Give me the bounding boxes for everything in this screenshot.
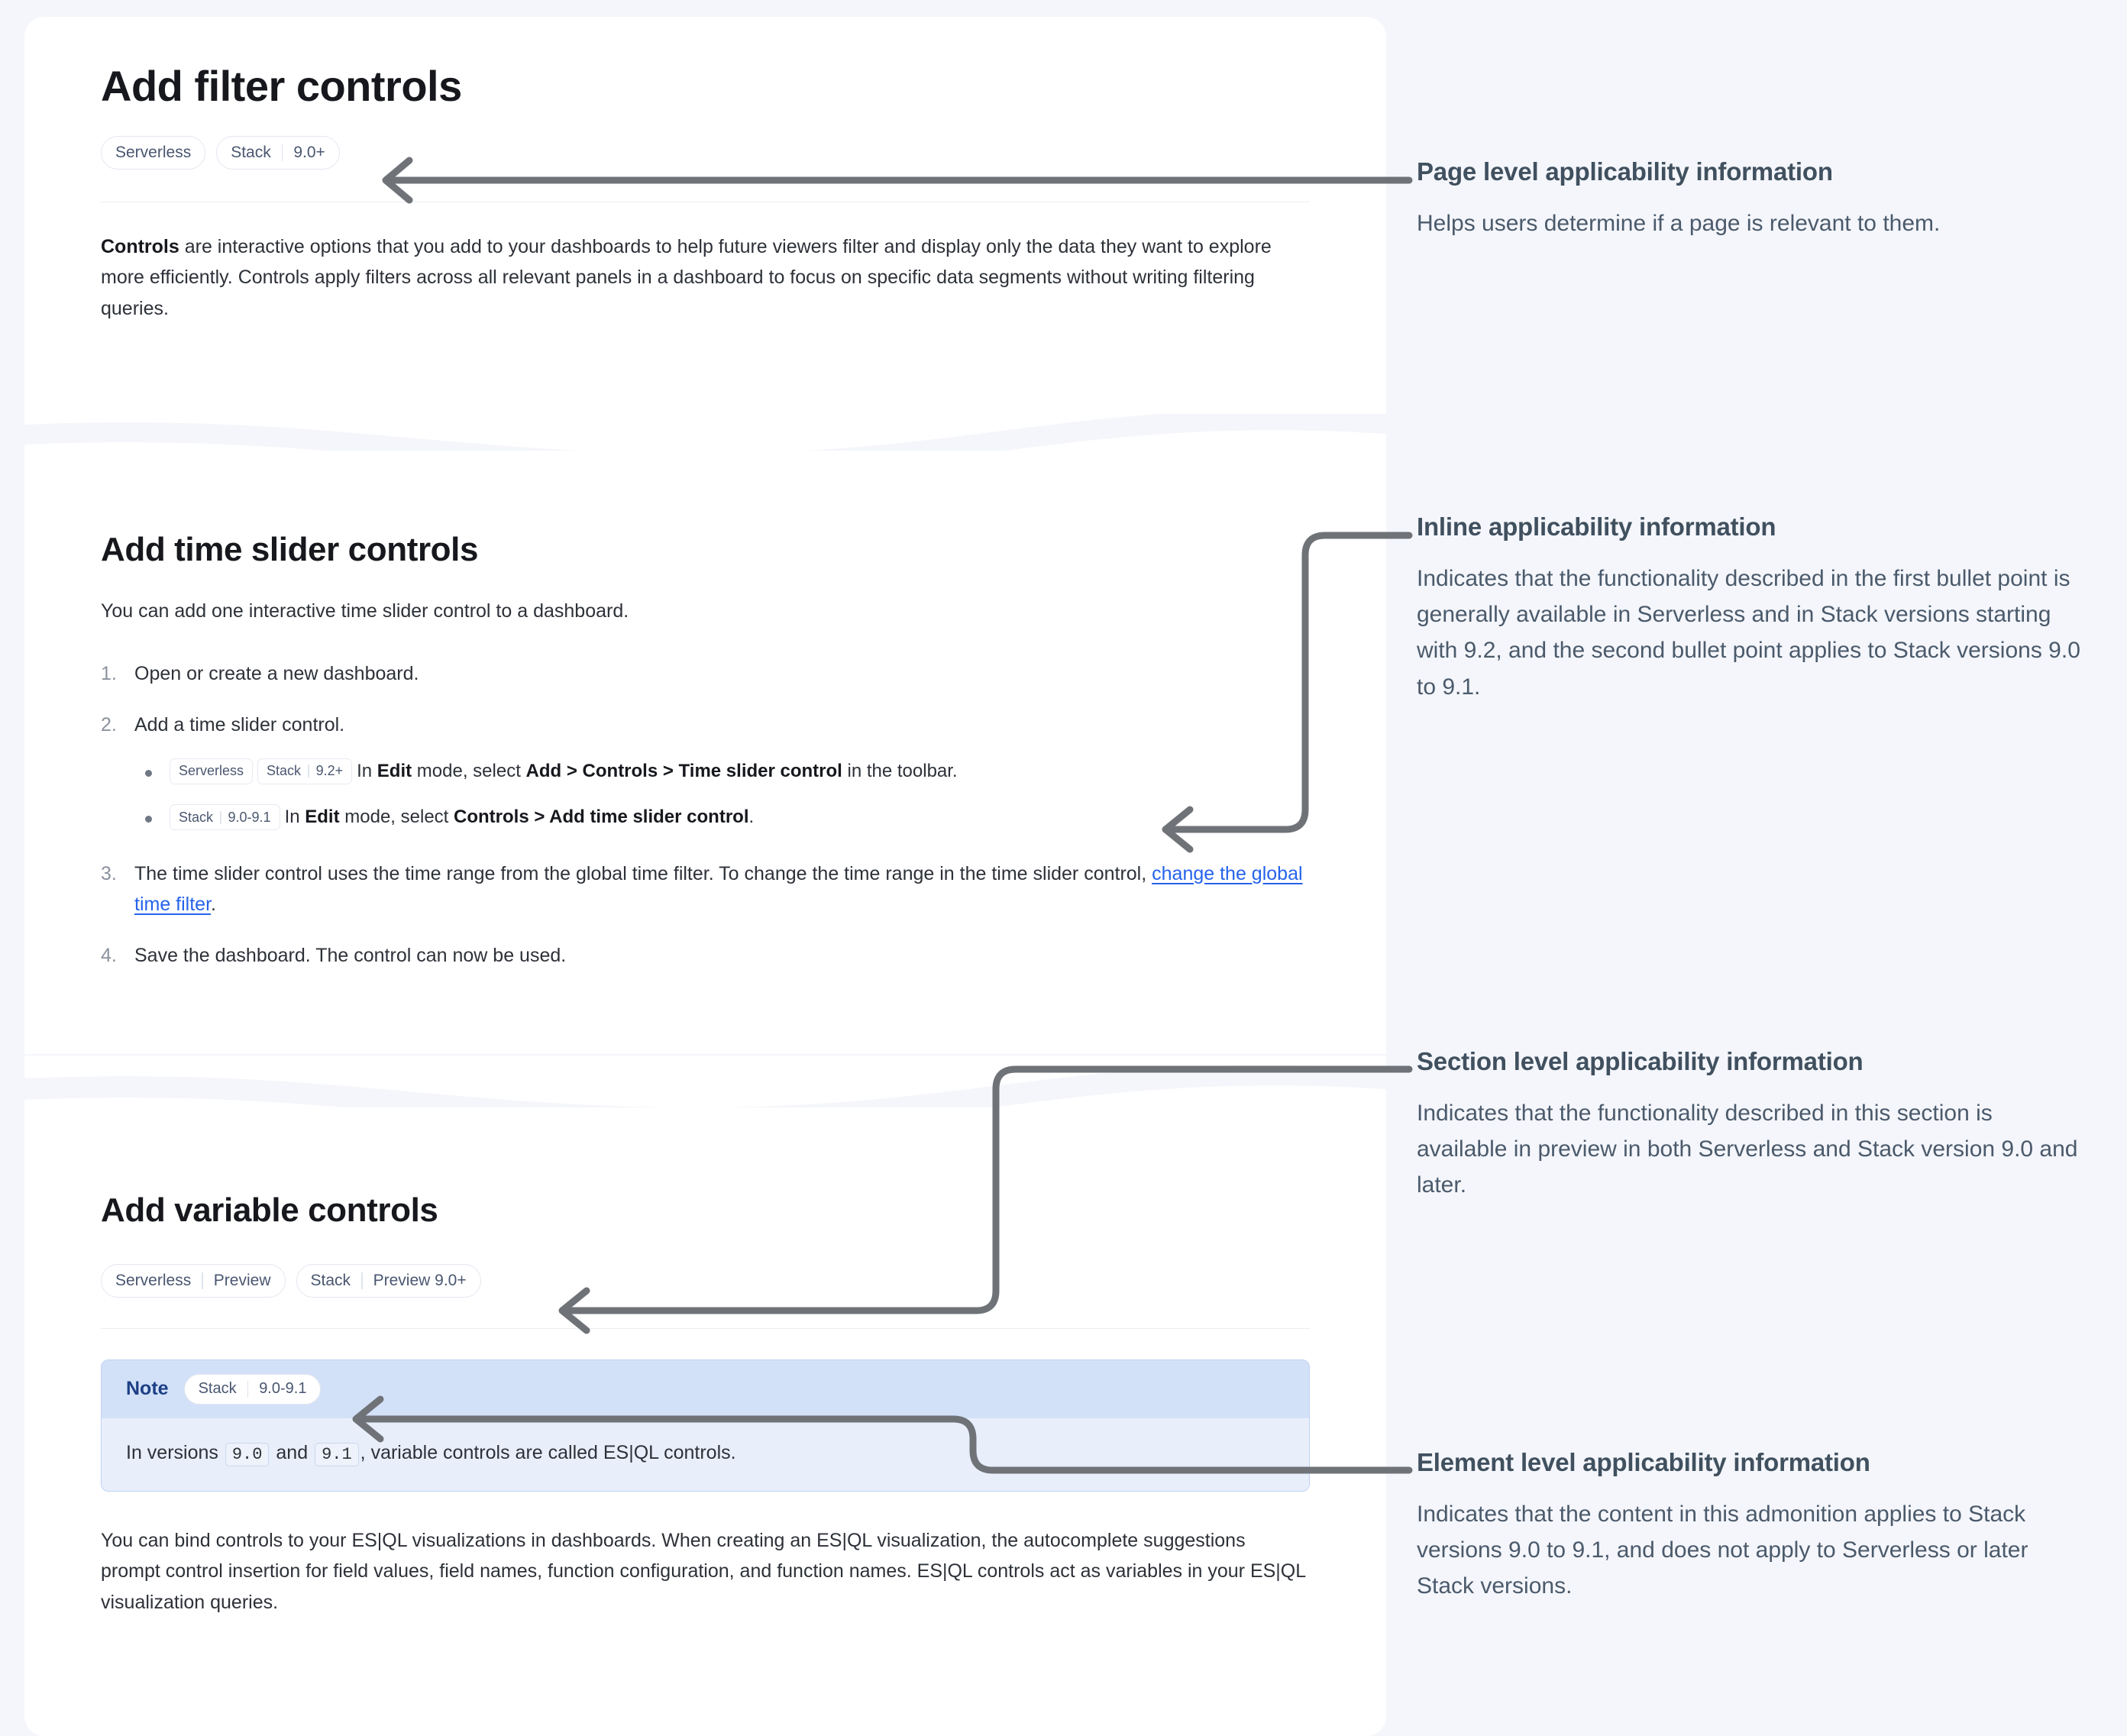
badge-serverless-preview[interactable]: Serverless Preview [101, 1263, 286, 1298]
doc-card-intro [24, 17, 1386, 414]
annotation-heading: Inline applicability information [1417, 512, 1776, 541]
note-text-4: , variable controls are called ES|QL con… [360, 1441, 736, 1463]
badge-name: Serverless [179, 763, 244, 779]
note-body: In versions 9.0 and 9.1, variable contro… [102, 1418, 1309, 1491]
note-text-2: and [270, 1441, 314, 1463]
note-header: Note Stack 9.0-9.1 [102, 1359, 1309, 1418]
step-text: Add a time slider control. [134, 713, 345, 735]
annotation-body: Helps users determine if a page is relev… [1417, 210, 1941, 236]
section-divider [101, 1327, 1310, 1329]
note-text-0: In versions [126, 1441, 224, 1463]
time-slider-section: Add time slider controls You can add one… [24, 531, 1386, 991]
version-code-91: 9.1 [315, 1442, 359, 1466]
change-global-time-filter-link[interactable]: change the global time filter [134, 862, 1303, 916]
step-item: Add a time slider control. Serverless St… [101, 710, 1310, 832]
bullet-text-4: . [748, 807, 755, 828]
inline-badge-stack[interactable]: Stack 9.0-9.1 [170, 804, 280, 831]
annotation-body: Indicates that the functionality describ… [1417, 565, 2080, 700]
badge-separator [281, 144, 283, 161]
badge-version: 9.0-9.1 [259, 1380, 307, 1398]
badge-separator [247, 1380, 249, 1398]
intro-paragraph: Controls are interactive options that yo… [101, 231, 1310, 325]
step-text-after-link: . [211, 894, 216, 916]
bullet-strong-1: Edit [377, 761, 412, 782]
badge-name: Stack [267, 763, 302, 779]
bullet-text-0: In [284, 807, 305, 828]
bullet-strong-3: Controls > Add time slider control [454, 807, 749, 828]
bullet-text-2: mode, select [339, 807, 454, 828]
badge-separator [220, 810, 221, 824]
bullet-text-0: In [357, 761, 377, 782]
variable-controls-paragraph: You can bind controls to your ES|QL visu… [101, 1529, 1306, 1613]
bullet-text-4: in the toolbar. [842, 761, 958, 782]
page-applicability-badges: Serverless Stack 9.0+ [101, 135, 1310, 170]
page-title: Add filter controls [101, 62, 462, 110]
documentation-column: Add filter controls Serverless Stack 9.0… [24, 0, 1386, 1736]
annotation-inline: Inline applicability information Indicat… [1417, 512, 2089, 705]
section-heading-variable: Add variable controls [101, 1191, 438, 1229]
annotation-heading: Element level applicability information [1417, 1448, 1870, 1476]
section-applicability-badges: Serverless Preview Stack Preview 9.0+ [101, 1263, 1310, 1298]
badge-name: Stack [231, 143, 271, 161]
version-code-90: 9.0 [225, 1442, 270, 1466]
inline-badge-serverless[interactable]: Serverless [170, 758, 254, 784]
badge-name: Serverless [115, 1271, 192, 1289]
badge-name: Serverless [115, 143, 192, 161]
time-slider-steps: Open or create a new dashboard. Add a ti… [101, 658, 1310, 971]
badge-version: Preview [213, 1271, 271, 1289]
step-text-before-link: The time slider control uses the time ra… [134, 862, 1152, 884]
inline-badge-stack[interactable]: Stack 9.2+ [257, 758, 353, 784]
badge-stack-preview[interactable]: Stack Preview 9.0+ [296, 1263, 481, 1298]
badge-name: Stack [179, 809, 214, 825]
badge-separator [361, 1272, 363, 1289]
note-admonition: Note Stack 9.0-9.1 In versions 9.0 and 9… [101, 1359, 1310, 1492]
badge-name: Stack [198, 1380, 237, 1398]
annotation-heading: Page level applicability information [1417, 157, 1833, 186]
list-item: Serverless Stack 9.2+ In Edit mode, sele… [134, 757, 1310, 786]
bullet-text-2: mode, select [412, 761, 526, 782]
step-text: Open or create a new dashboard. [134, 663, 419, 685]
variable-controls-section: Add variable controls Serverless Preview… [24, 1191, 1386, 1618]
bullet-strong-1: Edit [305, 807, 340, 828]
bullet-strong-3: Add > Controls > Time slider control [525, 761, 842, 782]
annotation-element-level: Element level applicability information … [1417, 1447, 2089, 1605]
time-slider-intro: You can add one interactive time slider … [101, 600, 629, 622]
step-item: The time slider control uses the time ra… [101, 858, 1310, 920]
badge-version: Preview 9.0+ [373, 1271, 467, 1289]
badge-separator [308, 765, 309, 778]
badge-serverless[interactable]: Serverless [101, 135, 206, 170]
badge-stack[interactable]: Stack 9.0+ [216, 135, 340, 170]
badge-version: 9.0+ [293, 143, 325, 161]
intro-section: Add filter controls Serverless Stack 9.0… [24, 63, 1386, 324]
note-badge-stack[interactable]: Stack 9.0-9.1 [183, 1373, 322, 1405]
step-text: Save the dashboard. The control can now … [134, 944, 567, 966]
annotation-section-level: Section level applicability information … [1417, 1046, 2089, 1204]
note-label: Note [126, 1378, 169, 1400]
section-heading-time-slider: Add time slider controls [101, 531, 479, 568]
step-item: Open or create a new dashboard. [101, 658, 1310, 690]
intro-lead: Controls [101, 235, 179, 257]
annotation-body: Indicates that the content in this admon… [1417, 1501, 2028, 1599]
step-sub-bullets: Serverless Stack 9.2+ In Edit mode, sele… [134, 757, 1310, 832]
step-item: Save the dashboard. The control can now … [101, 940, 1310, 971]
annotation-heading: Section level applicability information [1417, 1047, 1864, 1075]
badge-name: Stack [310, 1271, 351, 1289]
annotation-page-level: Page level applicability information Hel… [1417, 157, 2089, 241]
badge-separator [202, 1272, 203, 1289]
badge-version: 9.2+ [315, 763, 344, 779]
list-item: Stack 9.0-9.1 In Edit mode, select Contr… [134, 803, 1310, 832]
badge-version: 9.0-9.1 [228, 809, 271, 825]
intro-rest: are interactive options that you add to … [101, 235, 1272, 319]
annotation-body: Indicates that the functionality describ… [1417, 1100, 2078, 1198]
